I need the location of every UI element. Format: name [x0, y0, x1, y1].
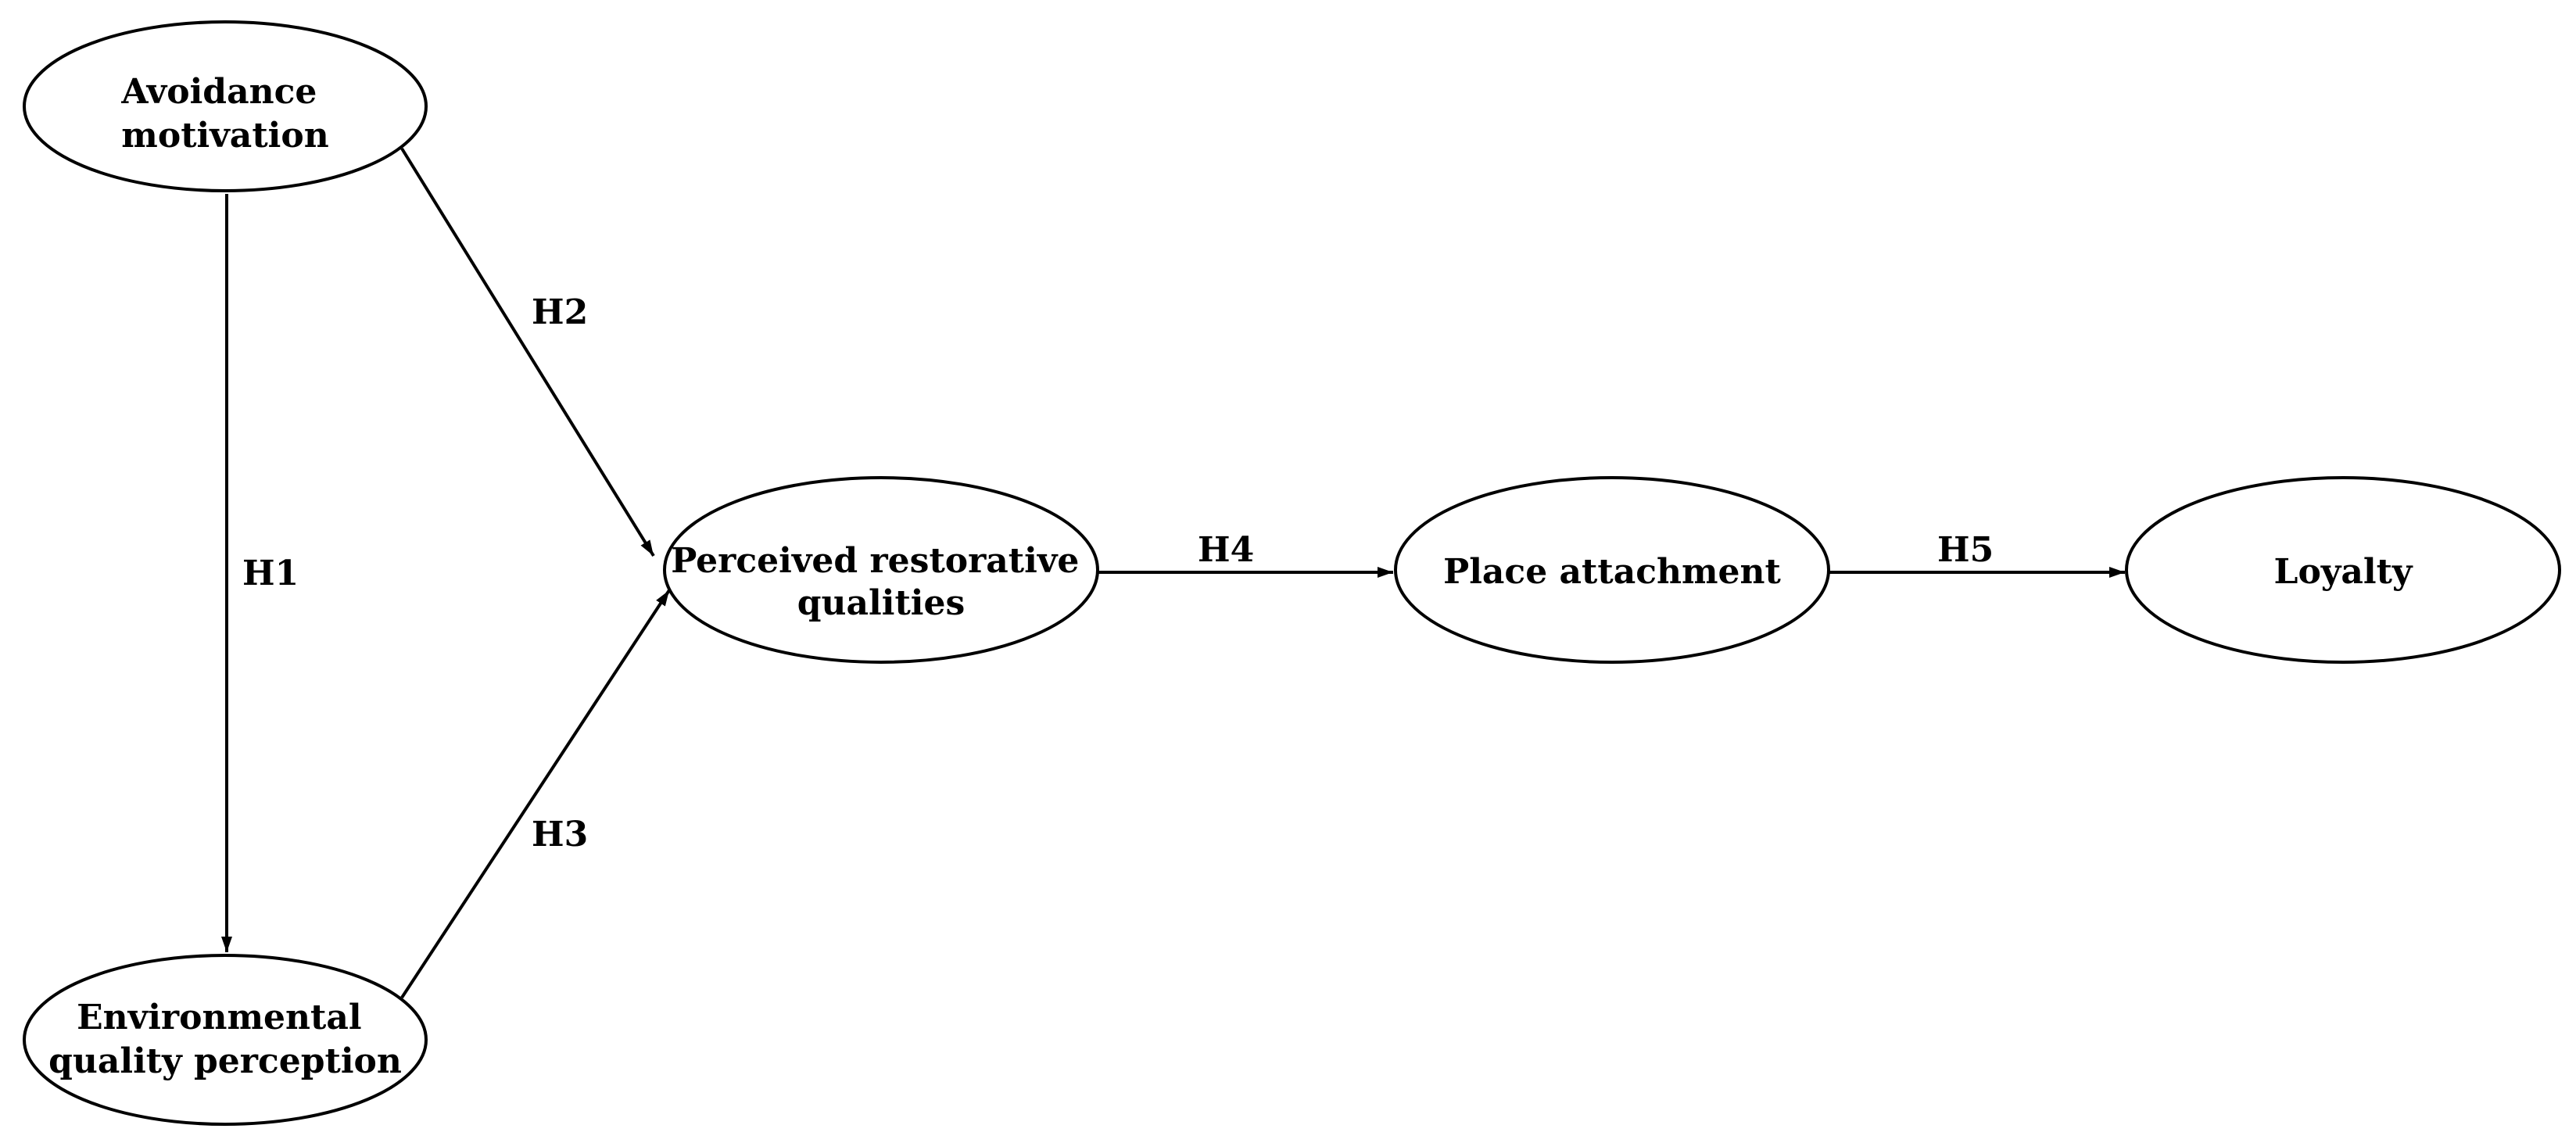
node-perceived-restorative-qualities-line-1: Perceived restorative: [671, 541, 1079, 581]
node-environmental-quality-perception-ellipse: [23, 954, 428, 1126]
node-perceived-restorative-qualities: Perceived restorative qualities: [663, 476, 1099, 664]
node-avoidance-motivation-line-1: Avoidance: [120, 72, 317, 112]
node-place-attachment-label: Place attachment: [1443, 552, 1781, 592]
edge-h1: H1: [221, 194, 299, 952]
node-avoidance-motivation-ellipse: [23, 20, 428, 192]
node-environmental-quality-perception-line-2: quality perception: [48, 1041, 402, 1081]
edge-h2: H2: [400, 147, 655, 557]
edge-h1-label: H1: [242, 554, 299, 593]
node-avoidance-motivation: Avoidance motivation: [23, 20, 428, 192]
edge-h5-label: H5: [1937, 530, 1994, 570]
node-loyalty: Loyalty: [2125, 476, 2561, 664]
edge-h3-arrow: [400, 589, 671, 999]
node-place-attachment-line-1: Place attachment: [1443, 552, 1781, 592]
node-loyalty-line-1: Loyalty: [2274, 552, 2413, 592]
edge-h3: H3: [400, 589, 671, 999]
edge-h3-label: H3: [532, 815, 588, 855]
edge-h5: H5: [1829, 530, 2125, 578]
node-place-attachment: Place attachment: [1394, 476, 1830, 664]
node-environmental-quality-perception-line-1: Environmental: [77, 998, 361, 1037]
edge-h4-label: H4: [1198, 530, 1254, 570]
node-avoidance-motivation-label: Avoidance motivation: [120, 72, 328, 156]
node-loyalty-ellipse: [2125, 476, 2561, 664]
edge-h4: H4: [1098, 530, 1393, 578]
node-loyalty-label: Loyalty: [2274, 552, 2413, 592]
node-environmental-quality-perception: Environmental quality perception: [23, 954, 428, 1126]
node-perceived-restorative-qualities-ellipse: [663, 476, 1099, 664]
node-perceived-restorative-qualities-line-2: qualities: [797, 583, 966, 623]
edge-h2-arrow: [400, 147, 655, 557]
node-place-attachment-ellipse: [1394, 476, 1830, 664]
edge-h2-label: H2: [532, 292, 588, 332]
node-avoidance-motivation-line-2: motivation: [121, 116, 328, 156]
node-environmental-quality-perception-label: Environmental quality perception: [48, 998, 402, 1081]
node-perceived-restorative-qualities-label: Perceived restorative qualities: [671, 541, 1091, 623]
